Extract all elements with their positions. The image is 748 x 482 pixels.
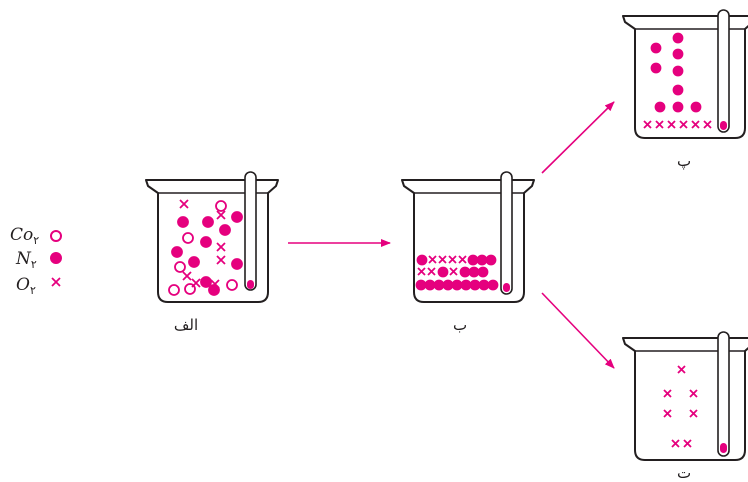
beaker-body	[401, 179, 535, 303]
beaker-te: ت	[622, 331, 748, 482]
beaker-body	[622, 337, 748, 461]
arrow-be-to-te	[541, 292, 615, 369]
beaker-pe: پ	[622, 9, 748, 170]
particles-te	[663, 365, 698, 448]
legend: Co۲ N۲ O۲	[10, 225, 62, 297]
thermometer	[717, 9, 730, 133]
beaker-alef: الف	[145, 171, 279, 334]
arrow-be-to-pe	[541, 101, 615, 174]
legend-item-co2: Co۲	[10, 225, 62, 247]
beaker-label: الف	[174, 316, 198, 334]
beaker-label: ت	[677, 464, 691, 482]
particles-alef	[168, 199, 243, 296]
particles-be	[415, 254, 499, 291]
thermometer	[500, 171, 513, 295]
beaker-be: ب	[401, 171, 535, 334]
beaker-body	[622, 15, 748, 139]
filled-circle-icon	[50, 252, 62, 264]
legend-label-co2: Co۲	[10, 225, 39, 247]
thermometer	[244, 171, 257, 291]
legend-label-o2: O۲	[16, 275, 36, 297]
thermometer	[717, 331, 730, 457]
legend-item-n2: N۲	[15, 249, 62, 271]
hollow-circle-icon	[50, 230, 62, 242]
beaker-body	[145, 179, 279, 303]
particles-pe	[643, 32, 712, 129]
cross-icon	[51, 277, 61, 287]
beaker-label: ب	[453, 316, 467, 334]
legend-label-n2: N۲	[15, 249, 37, 271]
legend-item-o2: O۲	[16, 275, 61, 297]
beaker-label: پ	[677, 152, 691, 170]
